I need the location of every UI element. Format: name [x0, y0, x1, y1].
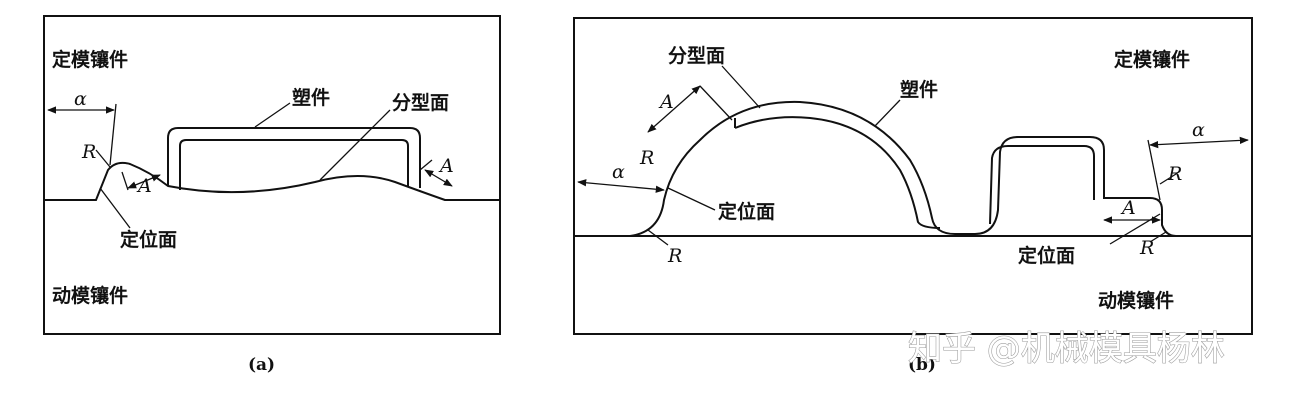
diagram-b-r-right-leader-bottom	[1149, 231, 1167, 243]
diagram-b-inner-profile-2	[989, 145, 1095, 225]
diagram-a-parting-leader	[319, 109, 391, 181]
diagram-b-dim-a-top-label: A	[658, 91, 674, 113]
diagram-a-dim-a-right-ext	[419, 159, 433, 171]
diagram-b-locating-surface-left-label: 定位面	[718, 200, 775, 223]
diagram-a-frame	[43, 15, 501, 335]
diagram-a-dim-a-left-label: A	[136, 175, 152, 197]
diagram-b-alpha-right-arrow	[1149, 136, 1249, 149]
diagram-b-alpha-left-arrow	[577, 179, 665, 193]
diagram-b: 分型面 定模镶件 塑件 定位面 定位面 动模镶件 α α A A R R R R…	[573, 17, 1253, 375]
diagram-b-caption: (b)	[908, 355, 936, 375]
diagram-a-locating-leader	[99, 187, 131, 229]
diagram-a-part-leader	[254, 102, 291, 128]
diagram-a-dim-a-left-ext1	[121, 171, 129, 191]
diagram-b-r-left-leader	[647, 229, 669, 246]
diagram-a-dim-a-right-label: A	[438, 155, 454, 177]
diagram-a: 定模镶件 动模镶件 塑件 分型面 定位面 α R A A (a)	[43, 15, 501, 375]
diagram-b-part-leader	[874, 99, 901, 127]
diagram-a-dim-a-right	[424, 169, 453, 187]
diagram-b-locating-left-leader	[667, 187, 716, 211]
diagram-b-frame	[573, 17, 1253, 335]
diagram-b-dim-a-top-ext	[699, 85, 733, 121]
diagram-b-dim-a-right-label: A	[1120, 197, 1136, 219]
watermark: 知乎 @机械模具杨林	[908, 329, 1225, 369]
diagram-b-alpha-right-ext	[1147, 139, 1161, 201]
diagram-b-r-right-leader-top	[1159, 173, 1177, 185]
diagram-b-plastic-part-label: 塑件	[900, 78, 938, 101]
diagram-b-r-bottom-left-label: R	[667, 245, 682, 267]
diagram-b-alpha-right-label: α	[1192, 119, 1205, 141]
diagram-a-alpha-label: α	[74, 88, 87, 110]
diagram-a-moving-insert-label: 动模镶件	[52, 284, 128, 307]
diagram-b-locating-right-leader	[1109, 213, 1161, 245]
diagram-a-angle-line	[109, 103, 117, 166]
diagram-b-r-top-left-label: R	[639, 147, 654, 169]
diagram-b-moving-insert-label: 动模镶件	[1098, 289, 1174, 312]
diagram-a-locating-surface-label: 定位面	[120, 228, 177, 251]
diagram-b-r-top-right-label: R	[1167, 163, 1182, 185]
diagram-a-plastic-part-label: 塑件	[292, 86, 330, 109]
diagram-a-caption: (a)	[248, 355, 275, 375]
diagram-a-dim-a-left	[127, 174, 161, 189]
diagram-a-fixed-insert-label: 定模镶件	[52, 48, 128, 71]
diagram-b-locating-surface-right-label: 定位面	[1018, 244, 1075, 267]
diagram-b-r-bottom-right-label: R	[1139, 237, 1154, 259]
diagram-b-parting-surface-label: 分型面	[668, 44, 725, 67]
diagram-a-r-label: R	[81, 141, 96, 163]
diagram-a-plastic-part-outer	[167, 127, 421, 188]
diagram-b-alpha-left-label: α	[612, 161, 625, 183]
diagram-b-inner-profile	[734, 116, 941, 229]
diagram-b-fixed-insert-label: 定模镶件	[1114, 48, 1190, 71]
diagram-a-r-leader	[95, 149, 111, 168]
diagram-b-parting-leader	[721, 65, 761, 109]
diagram-a-plastic-part-inner	[179, 139, 409, 190]
diagram-a-parting-surface-label: 分型面	[392, 91, 449, 114]
diagram-b-dim-a-top	[647, 85, 701, 133]
diagram-a-parting-profile	[44, 161, 500, 201]
